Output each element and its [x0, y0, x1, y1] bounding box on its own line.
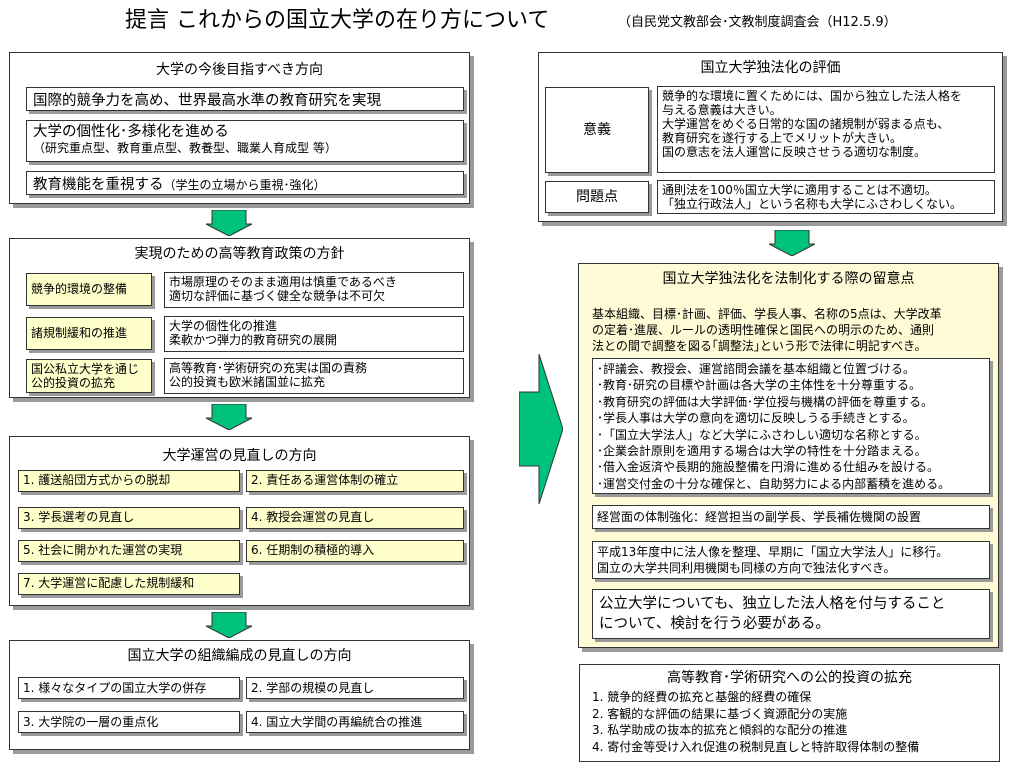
down-arrow-icon [206, 210, 252, 236]
legislation-schedule-line-2: 国立の大学共同利用機関も同様の方向で独法化すべき。 [597, 561, 896, 575]
direction-panel: 大学の今後目指すべき方向 国際的競争力を高め、世界最高水準の教育研究を実現 大学… [9, 52, 470, 204]
legislation-governance: 経営面の体制強化：経営担当の副学長、学長補佐機関の設置 [592, 505, 990, 529]
management-item-6: 6. 任期制の積極的導入 [246, 540, 464, 562]
legislation-panel: 国立大学独法化を法制化する際の留意点 基本組織、目標･計画、評価、学長人事、名称… [578, 263, 999, 648]
problem-line-1: 通則法を100％国立大学に適用することは不適切。 [662, 183, 937, 197]
problem-line-2: 「独立行政法人」という名称も大学にふさわしくない。 [662, 197, 963, 211]
direction-item-2-sub: （研究重点型、教育重点型、教養型、職業人育成型 等） [33, 141, 337, 155]
legislation-intro-line-3: 法との間で調整を図る｢調整法｣という形で法律に明記すべき。 [592, 339, 927, 353]
legislation-schedule: 平成13年度中に法人像を整理、早期に「国立大学法人」に移行。 国立の大学共同利用… [592, 541, 990, 579]
organization-item-3: 3. 大学院の一層の重点化 [18, 711, 240, 733]
right-arrow-icon [519, 354, 563, 504]
legislation-public: 公立大学についても、独立した法人格を付与すること について、検討を行う必要がある… [592, 589, 990, 639]
investment-title: 高等教育･学術研究への公的投資の拡充 [667, 670, 912, 686]
legislation-bullet-4: ･学長人事は大学の意向を適切に反映しうる手続きとする。 [597, 411, 915, 426]
significance-line-1: 競争的な環境に置くためには、国から独立した法人格を [662, 89, 963, 103]
down-arrow-icon [206, 612, 252, 638]
legislation-schedule-line-1: 平成13年度中に法人像を整理、早期に「国立大学法人」に移行。 [597, 545, 949, 559]
legislation-bullets: ･評議会、教授会、運営諮問会議を基本組織と位置づける。 ･教育･研究の目標や計画… [592, 358, 990, 494]
significance-line-3: 大学運営をめぐる日常的な国の諸規制が弱まる点も、 [662, 117, 950, 131]
investment-item-1: 1. 競争的経費の拡充と基盤的経費の確保 [592, 690, 812, 704]
direction-item-3: 教育機能を重視する（学生の立場から重視･強化） [26, 171, 464, 195]
legislation-bullet-8: ･運営交付金の十分な確保と、自助努力による内部蓄積を進める。 [597, 476, 951, 491]
policy-desc-2: 大学の個性化の推進 柔軟かつ弾力的教育研究の展開 [164, 316, 464, 352]
investment-panel: 高等教育･学術研究への公的投資の拡充 1. 競争的経費の拡充と基盤的経費の確保 … [579, 664, 1000, 762]
organization-item-1: 1. 様々なタイプの国立大学の併存 [18, 677, 240, 699]
page-title: 提言 これからの国立大学の在り方について [125, 8, 550, 33]
legislation-title: 国立大学独法化を法制化する際の留意点 [662, 271, 915, 287]
legislation-bullet-5: ･「国立大学法人」など大学にふさわしい適切な名称とする。 [597, 427, 927, 442]
down-arrow-icon [206, 404, 252, 430]
policy-desc-3: 高等教育･学術研究の充実は国の責務 公的投資も欧米諸国並に拡充 [164, 358, 464, 394]
investment-item-4: 4. 寄付金等受け入れ促進の税制見直しと特許取得体制の整備 [592, 739, 920, 754]
policy-label-1: 競争的環境の整備 [26, 273, 152, 306]
policy-panel: 実現のための高等教育政策の方針 競争的環境の整備 市場原理のそのまま適用は慎重で… [9, 238, 470, 398]
investment-item-3: 3. 私学助成の抜本的拡充と傾斜的な配分の推進 [592, 723, 848, 737]
direction-item-3-sub: （学生の立場から重視･強化） [163, 178, 326, 192]
direction-item-3-text: 教育機能を重視する [33, 177, 164, 193]
management-title: 大学運営の見直しの方向 [162, 448, 317, 464]
management-item-2: 2. 責任ある運営体制の確立 [246, 470, 464, 492]
organization-item-2: 2. 学部の規模の見直し [246, 677, 464, 699]
significance-text: 競争的な環境に置くためには、国から独立した法人格を 与える意義は大きい。 大学運… [657, 86, 995, 173]
policy-desc-1-line-1: 市場原理のそのまま適用は慎重であるべき [169, 275, 397, 289]
management-panel: 大学運営の見直しの方向 1. 護送船団方式からの脱却 2. 責任ある運営体制の確… [9, 436, 470, 606]
management-item-4: 4. 教授会運営の見直し [246, 507, 464, 529]
policy-label-2: 諸規制緩和の推進 [26, 317, 152, 350]
direction-item-2-text: 大学の個性化･多様化を進める [33, 124, 229, 140]
page-subtitle: （自民党文教部会･文教制度調査会（H12.5.9） [618, 15, 897, 30]
legislation-public-line-2: について、検討を行う必要がある。 [599, 616, 830, 632]
management-item-3: 3. 学長選考の見直し [18, 507, 240, 529]
significance-label: 意義 [545, 87, 649, 173]
policy-desc-1-line-2: 適切な評価に基づく健全な競争は不可欠 [169, 289, 386, 303]
management-item-1: 1. 護送船団方式からの脱却 [18, 470, 240, 492]
policy-desc-3-line-2: 公的投資も欧米諸国並に拡充 [169, 375, 326, 389]
policy-desc-3-line-1: 高等教育･学術研究の充実は国の責務 [169, 361, 368, 375]
organization-title: 国立大学の組織編成の見直しの方向 [127, 648, 352, 664]
problem-text: 通則法を100％国立大学に適用することは不適切。 「独立行政法人」という名称も大… [657, 180, 995, 214]
significance-line-5: 国の意志を法人運営に反映させうる適切な制度。 [662, 145, 927, 159]
down-arrow-icon [769, 230, 815, 256]
legislation-bullet-2: ･教育･研究の目標や計画は各大学の主体性を十分尊重する。 [597, 378, 922, 393]
direction-item-2: 大学の個性化･多様化を進める （研究重点型、教育重点型、教養型、職業人育成型 等… [26, 120, 464, 162]
problem-label: 問題点 [545, 181, 649, 213]
direction-item-1-text: 国際的競争力を高め、世界最高水準の教育研究を実現 [33, 93, 381, 109]
evaluation-title: 国立大学独法化の評価 [700, 60, 841, 76]
direction-title: 大学の今後目指すべき方向 [155, 62, 324, 78]
policy-desc-2-line-2: 柔軟かつ弾力的教育研究の展開 [169, 333, 338, 347]
legislation-intro-line-1: 基本組織、目標･計画、評価、学長人事、名称の5点は、大学改革 [592, 307, 942, 321]
policy-title: 実現のための高等教育政策の方針 [134, 246, 345, 262]
legislation-bullet-3: ･教育研究の評価は大学評価･学位授与機構の評価を尊重する。 [597, 394, 934, 409]
management-item-5: 5. 社会に開かれた運営の実現 [18, 540, 240, 562]
legislation-bullet-6: ･企業会計原則を適用する場合は大学の特性を十分踏まえる。 [597, 444, 927, 459]
organization-item-4: 4. 国立大学間の再編統合の推進 [246, 711, 464, 733]
direction-item-1: 国際的競争力を高め、世界最高水準の教育研究を実現 [26, 87, 464, 111]
legislation-public-line-1: 公立大学についても、独立した法人格を付与すること [599, 596, 946, 612]
management-item-7: 7. 大学運営に配慮した規制緩和 [18, 573, 240, 595]
investment-item-2: 2. 客観的な評価の結果に基づく資源配分の実施 [592, 706, 848, 721]
policy-desc-2-line-1: 大学の個性化の推進 [169, 319, 278, 333]
legislation-bullet-1: ･評議会、教授会、運営諮問会議を基本組織と位置づける。 [597, 362, 916, 376]
policy-desc-1: 市場原理のそのまま適用は慎重であるべき 適切な評価に基づく健全な競争は不可欠 [164, 272, 464, 308]
investment-list: 1. 競争的経費の拡充と基盤的経費の確保 2. 客観的な評価の結果に基づく資源配… [592, 689, 919, 755]
significance-line-4: 教育研究を遂行する上でメリットが大きい。 [662, 131, 903, 145]
organization-panel: 国立大学の組織編成の見直しの方向 1. 様々なタイプの国立大学の併存 2. 学部… [9, 640, 470, 750]
legislation-intro: 基本組織、目標･計画、評価、学長人事、名称の5点は、大学改革 の定着･進展、ルー… [592, 306, 942, 354]
significance-line-2: 与える意義は大きい。 [662, 103, 782, 117]
policy-label-3: 国公私立大学を通じ公的投資の拡充 [26, 359, 152, 393]
legislation-bullet-7: ･借入金返済や長期的施設整備を円滑に進める仕組みを設ける。 [597, 460, 940, 475]
evaluation-panel: 国立大学独法化の評価 意義 競争的な環境に置くためには、国から独立した法人格を … [538, 52, 1003, 222]
legislation-intro-line-2: の定着･進展、ルールの透明性確保と国民への明示のため、通則 [592, 323, 935, 337]
